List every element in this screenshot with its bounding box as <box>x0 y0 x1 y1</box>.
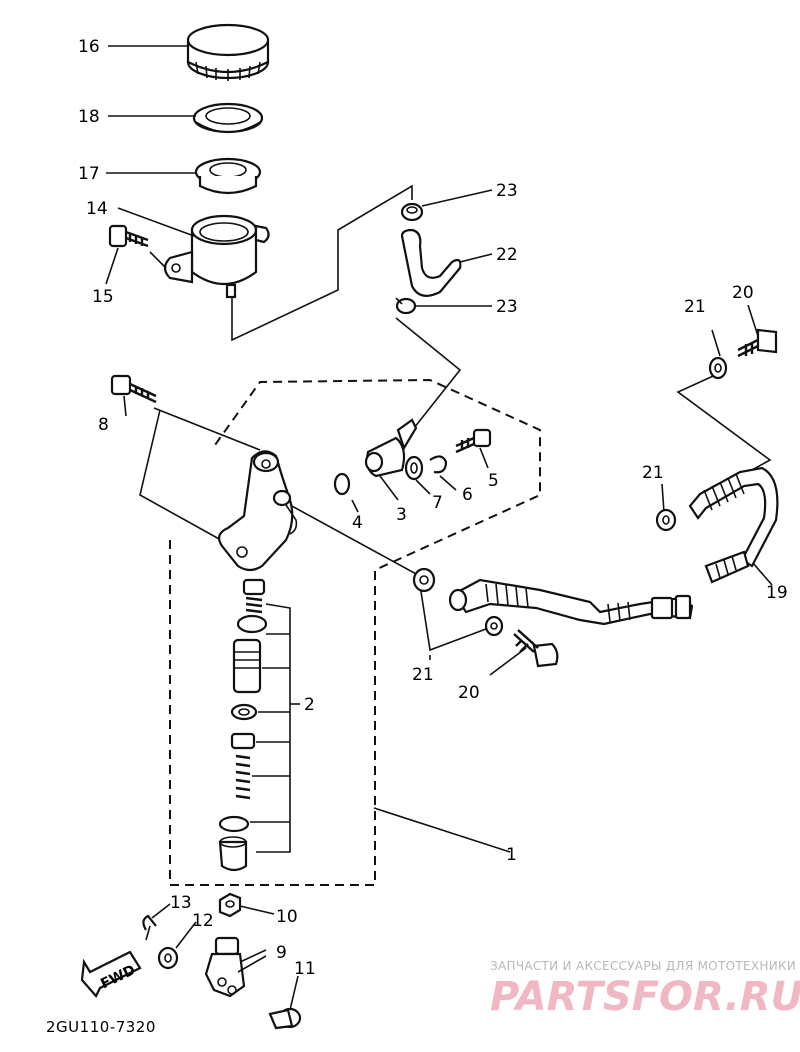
hose-joint-3 <box>364 418 418 478</box>
label-7: 7 <box>432 493 443 513</box>
label-4: 4 <box>352 513 363 533</box>
label-23-upper: 23 <box>496 181 518 201</box>
label-15: 15 <box>92 287 114 307</box>
label-1: 1 <box>506 845 517 865</box>
clevis-9 <box>204 936 246 998</box>
label-21-upper: 21 <box>684 297 706 317</box>
diaphragm-plate-18 <box>192 102 264 134</box>
clamp-23-lower <box>395 297 417 315</box>
diaphragm-17 <box>194 157 262 195</box>
cotter-pin-13 <box>142 914 157 941</box>
piston-kit-bracket <box>250 603 300 853</box>
washer-12 <box>157 946 179 970</box>
bolt-8 <box>110 374 157 404</box>
label-19: 19 <box>766 583 788 603</box>
reservoir-cap-16 <box>186 23 270 81</box>
label-16: 16 <box>78 37 100 57</box>
label-8: 8 <box>98 415 109 435</box>
pin-11 <box>268 1007 302 1030</box>
brake-hose-19 <box>448 466 779 626</box>
washer-21-lower <box>412 567 436 593</box>
washer-21-lower-b <box>484 615 504 637</box>
label-10: 10 <box>276 907 298 927</box>
washer-7 <box>404 455 424 481</box>
joint-leaders <box>351 447 489 513</box>
reservoir-tank-14 <box>163 214 270 299</box>
watermark-tagline: ЗАПЧАСТИ И АКСЕССУАРЫ ДЛЯ МОТОТЕХНИКИ <box>490 959 796 973</box>
washer-21-mid <box>655 508 677 532</box>
assembly-boundary <box>169 378 541 886</box>
label-9: 9 <box>276 943 287 963</box>
label-2: 2 <box>304 695 315 715</box>
clamp-23-upper <box>400 202 424 222</box>
union-bolt-20-lower <box>513 629 559 668</box>
label-21-lower: 21 <box>412 665 434 685</box>
label-5: 5 <box>488 471 499 491</box>
watermark-brand: PARTSFOR.RU <box>490 974 800 1020</box>
label-13: 13 <box>170 893 192 913</box>
diagram-code: 2GU110-7320 <box>46 1018 156 1036</box>
label-22: 22 <box>496 245 518 265</box>
label-14: 14 <box>86 199 108 219</box>
label-20-lower: 20 <box>458 683 480 703</box>
label-6: 6 <box>462 485 473 505</box>
linkage-leaders <box>151 903 299 1011</box>
master-cylinder-body <box>218 450 298 572</box>
label-3: 3 <box>396 505 407 525</box>
label-23-lower: 23 <box>496 297 518 317</box>
label-11: 11 <box>294 959 316 979</box>
label-12: 12 <box>192 911 214 931</box>
part-labels: 16 18 17 14 15 23 22 23 8 4 3 7 6 5 2 1 … <box>78 37 788 979</box>
screw-5 <box>455 428 492 454</box>
reservoir-hose-22 <box>400 228 462 297</box>
fwd-direction-arrow: FWD <box>80 950 142 998</box>
label-21-mid: 21 <box>642 463 664 483</box>
label-20-upper: 20 <box>732 283 754 303</box>
bolt-15 <box>108 224 149 248</box>
piston-kit-2 <box>218 578 268 872</box>
union-bolt-20-upper <box>737 328 778 358</box>
circlip-6 <box>429 455 448 474</box>
label-17: 17 <box>78 164 100 184</box>
nut-10 <box>218 892 242 918</box>
o-ring-4 <box>333 472 351 496</box>
watermark: ЗАПЧАСТИ И АКСЕССУАРЫ ДЛЯ МОТОТЕХНИКИ PA… <box>490 959 800 1020</box>
washer-21-upper <box>708 356 728 380</box>
label-18: 18 <box>78 107 100 127</box>
